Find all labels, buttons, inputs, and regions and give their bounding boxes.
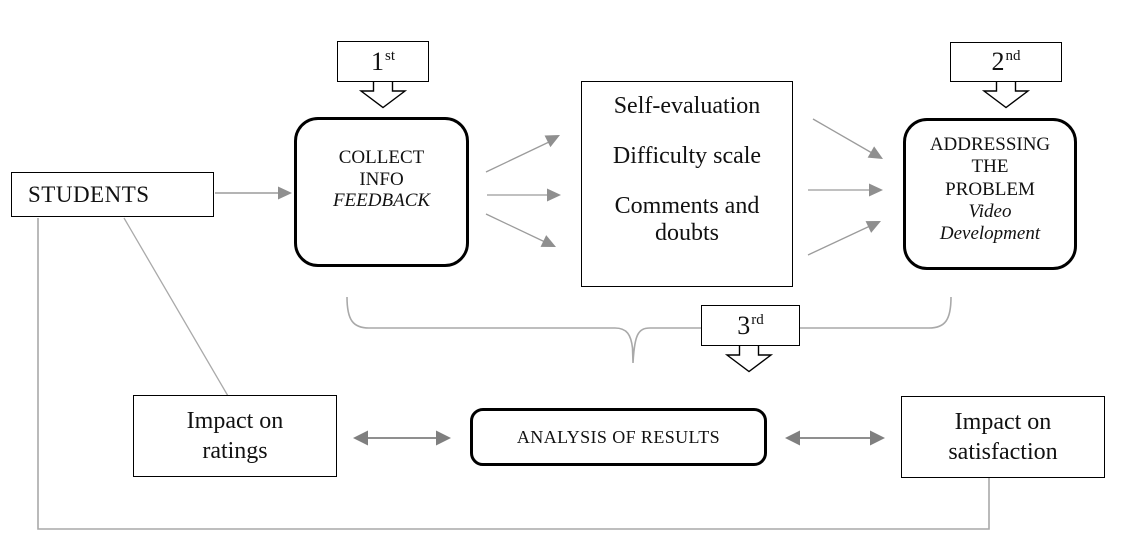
- collect-info-feedback-box: COLLECT INFO FEEDBACK: [294, 117, 469, 267]
- connector-students-to-ratings: [123, 217, 229, 397]
- students-label: STUDENTS: [28, 181, 150, 207]
- addressing-line4-video: Video: [968, 200, 1012, 222]
- double-arrow-ratings-analysis: [353, 430, 451, 446]
- impact-on-satisfaction-box: Impact on satisfaction: [901, 396, 1105, 478]
- arrow-collect-to-middle-bottom: [485, 213, 556, 247]
- addressing-problem-box: ADDRESSING THE PROBLEM Video Development: [903, 118, 1077, 270]
- step-2-block-arrow-down-icon: [981, 82, 1031, 109]
- arrow-middle-to-addressing-mid: [808, 183, 883, 197]
- arrow-collect-to-middle-mid: [487, 188, 561, 202]
- step-2-label-box: 2nd: [950, 42, 1062, 82]
- collect-line3-feedback: FEEDBACK: [332, 190, 431, 211]
- addressing-line2: THE: [971, 156, 1009, 178]
- addressing-line5-development: Development: [939, 223, 1041, 245]
- students-box: STUDENTS: [11, 172, 214, 217]
- step-1-number: 1st: [370, 46, 395, 76]
- addressing-line1: ADDRESSING: [929, 134, 1051, 155]
- ratings-line1: Impact on: [186, 408, 284, 434]
- analysis-of-results-box: ANALYSIS OF RESULTS: [470, 408, 767, 466]
- step-3-ordinal-suffix: rd: [751, 311, 764, 328]
- step-3-number: 3rd: [737, 310, 764, 340]
- middle-item-comments-doubts: Comments and doubts: [614, 193, 760, 246]
- step-2-ordinal-suffix: nd: [1005, 48, 1021, 65]
- arrow-students-to-collect: [215, 186, 292, 200]
- arrow-middle-to-addressing-top: [812, 118, 883, 159]
- middle-item-self-evaluation: Self-evaluation: [613, 93, 761, 119]
- satisfaction-line2: satisfaction: [948, 439, 1058, 465]
- middle-item-difficulty-scale: Difficulty scale: [612, 143, 762, 169]
- satisfaction-line1: Impact on: [954, 409, 1052, 435]
- arrow-collect-to-middle-top: [485, 135, 560, 173]
- step-3-label-box: 3rd: [701, 305, 800, 346]
- step-2-number: 2nd: [991, 47, 1021, 76]
- double-arrow-analysis-satisfaction: [785, 430, 885, 446]
- step-1-block-arrow-down-icon: [358, 82, 408, 109]
- addressing-line3: PROBLEM: [945, 178, 1035, 200]
- collect-line1: COLLECT: [338, 147, 425, 168]
- step-1-label-box: 1st: [337, 41, 429, 82]
- analysis-label: ANALYSIS OF RESULTS: [516, 426, 721, 447]
- arrow-middle-to-addressing-bottom: [807, 221, 881, 256]
- step-1-ordinal-suffix: st: [384, 47, 395, 64]
- evaluation-items-box: Self-evaluation Difficulty scale Comment…: [581, 81, 793, 287]
- ratings-line2: ratings: [202, 438, 268, 464]
- step-3-block-arrow-down-icon: [724, 346, 774, 373]
- collect-line2: INFO: [359, 168, 404, 190]
- connector-students-to-satisfaction: [37, 218, 990, 530]
- curly-brace: [346, 296, 952, 364]
- impact-on-ratings-box: Impact on ratings: [133, 395, 337, 477]
